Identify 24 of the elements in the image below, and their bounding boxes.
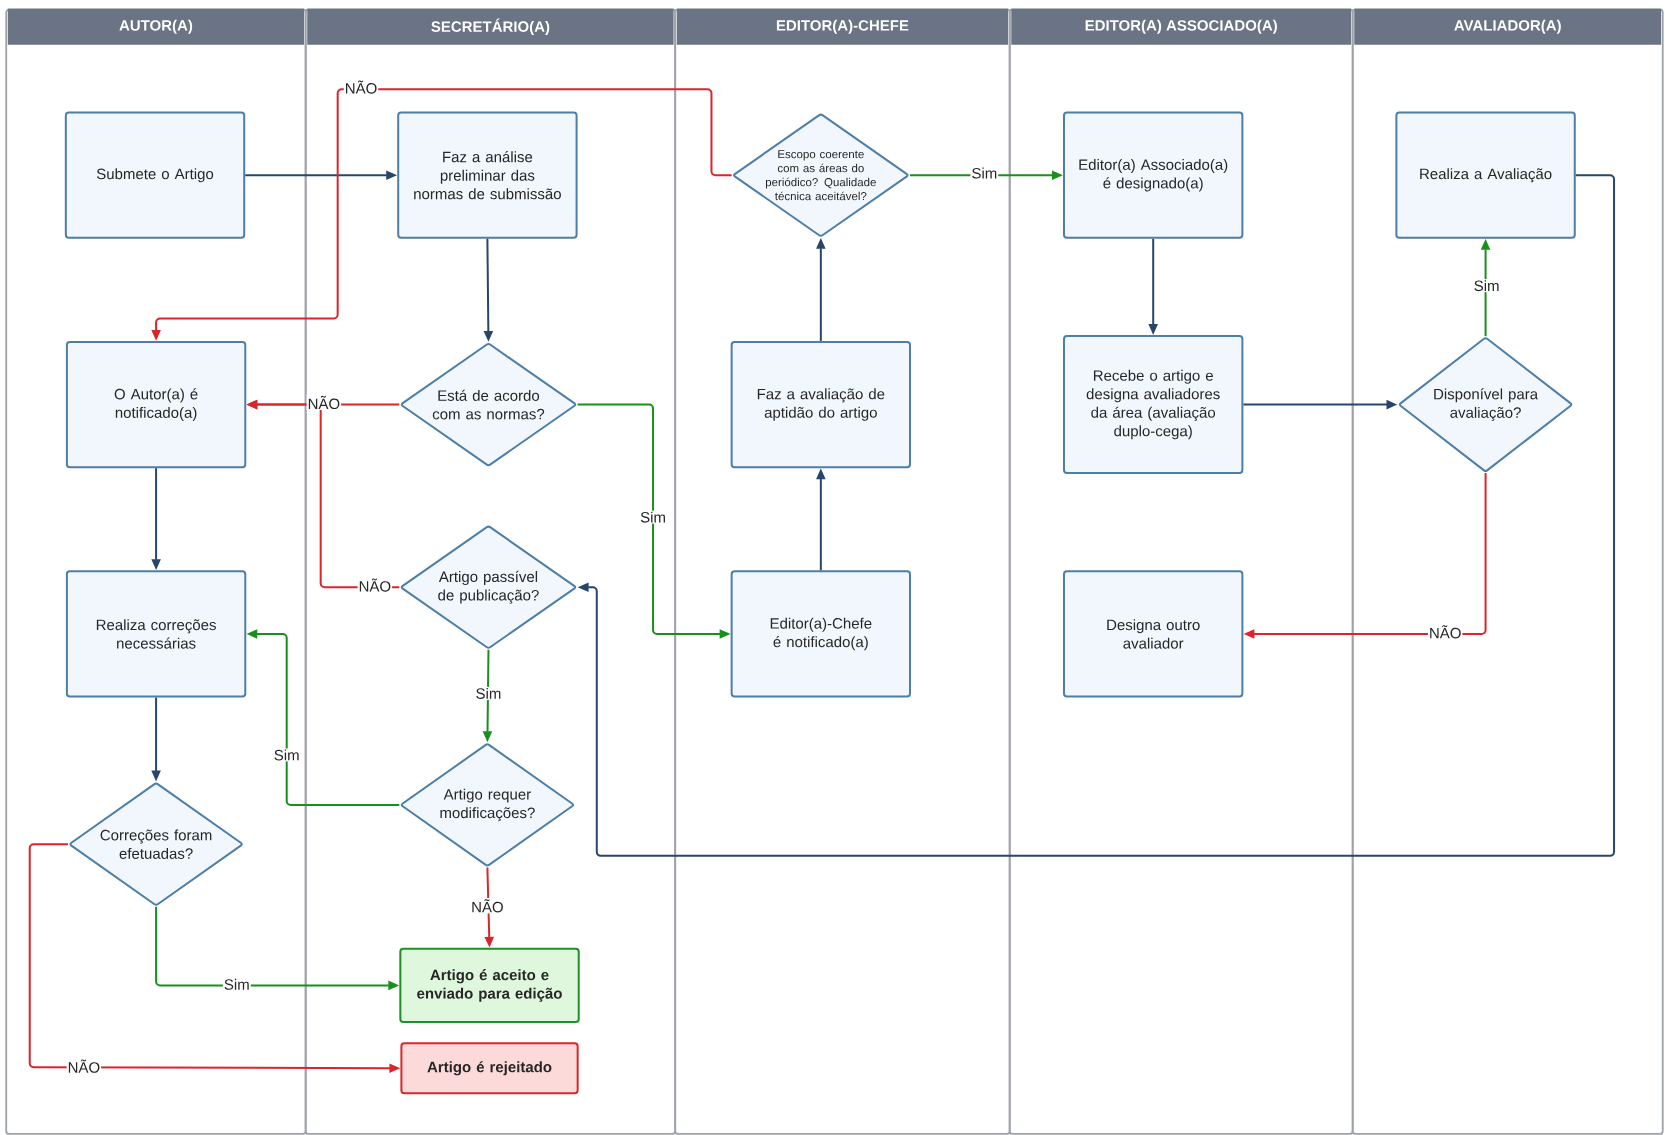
edge-label: NÃO: [66, 1058, 102, 1074]
edge-label: Sim: [272, 748, 301, 762]
process-box: Editor(a) Associado(a) é designado(a): [1063, 111, 1244, 239]
edge-label: Sim: [970, 166, 999, 180]
edge-label: Sim: [1472, 279, 1501, 293]
process-box: Recebe o artigo e designa avaliadores da área (avaliação duplo-cega): [1063, 335, 1244, 475]
process-box: Realiza a Avaliação: [1395, 111, 1576, 239]
process-box: Realiza correções necessárias: [65, 570, 247, 698]
edge-label: NÃO: [306, 394, 342, 411]
edge-label: NÃO: [357, 577, 393, 593]
edge-label: NÃO: [343, 79, 379, 95]
process-box: O Autor(a) é notificado(a): [65, 340, 247, 469]
process-box: Designa outro avaliador: [1063, 570, 1244, 698]
edge-label: Sim: [639, 510, 667, 524]
process-box: Faz a análise preliminar das normas de submissão: [397, 111, 578, 239]
process-box: Editor(a)-Chefe é notificado(a): [730, 570, 911, 698]
edge-label: Sim: [474, 686, 503, 700]
edge-label: NÃO: [470, 898, 505, 914]
edge-label: NÃO: [1427, 624, 1463, 640]
reject-box: Artigo é rejeitado: [400, 1042, 579, 1095]
edge-label: Sim: [222, 977, 251, 991]
process-box: Submete o Artigo: [64, 111, 246, 239]
accept-box: Artigo é aceito e enviado para edição: [399, 947, 580, 1024]
process-box: Faz a avaliação de aptidão do artigo: [730, 340, 911, 469]
